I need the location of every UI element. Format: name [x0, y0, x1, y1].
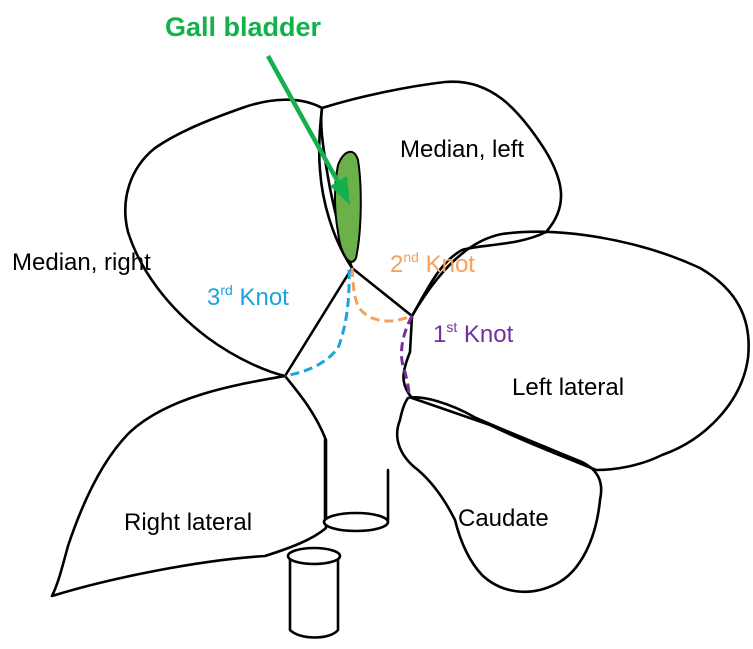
median-right-lobe — [125, 100, 352, 376]
knot3-label: 3rd Knot — [207, 282, 289, 311]
gall-bladder-arrow — [268, 56, 350, 205]
upper-vessel — [325, 440, 388, 520]
right-lateral-lobe — [52, 376, 326, 596]
lower-vessel — [290, 556, 338, 638]
caudate-lobe — [397, 397, 601, 591]
knot2-label: 2nd Knot — [390, 249, 475, 278]
right-lateral-label: Right lateral — [124, 509, 252, 536]
lower-vessel-opening — [288, 548, 340, 564]
upper-vessel-opening — [324, 513, 388, 531]
median-left-label: Median, left — [400, 136, 524, 163]
gall-bladder-label: Gall bladder — [165, 12, 322, 42]
caudate-label: Caudate — [458, 505, 549, 532]
knot1-label: 1st Knot — [433, 319, 514, 348]
left-lateral-label: Left lateral — [512, 374, 624, 401]
median-right-label: Median, right — [12, 249, 151, 276]
